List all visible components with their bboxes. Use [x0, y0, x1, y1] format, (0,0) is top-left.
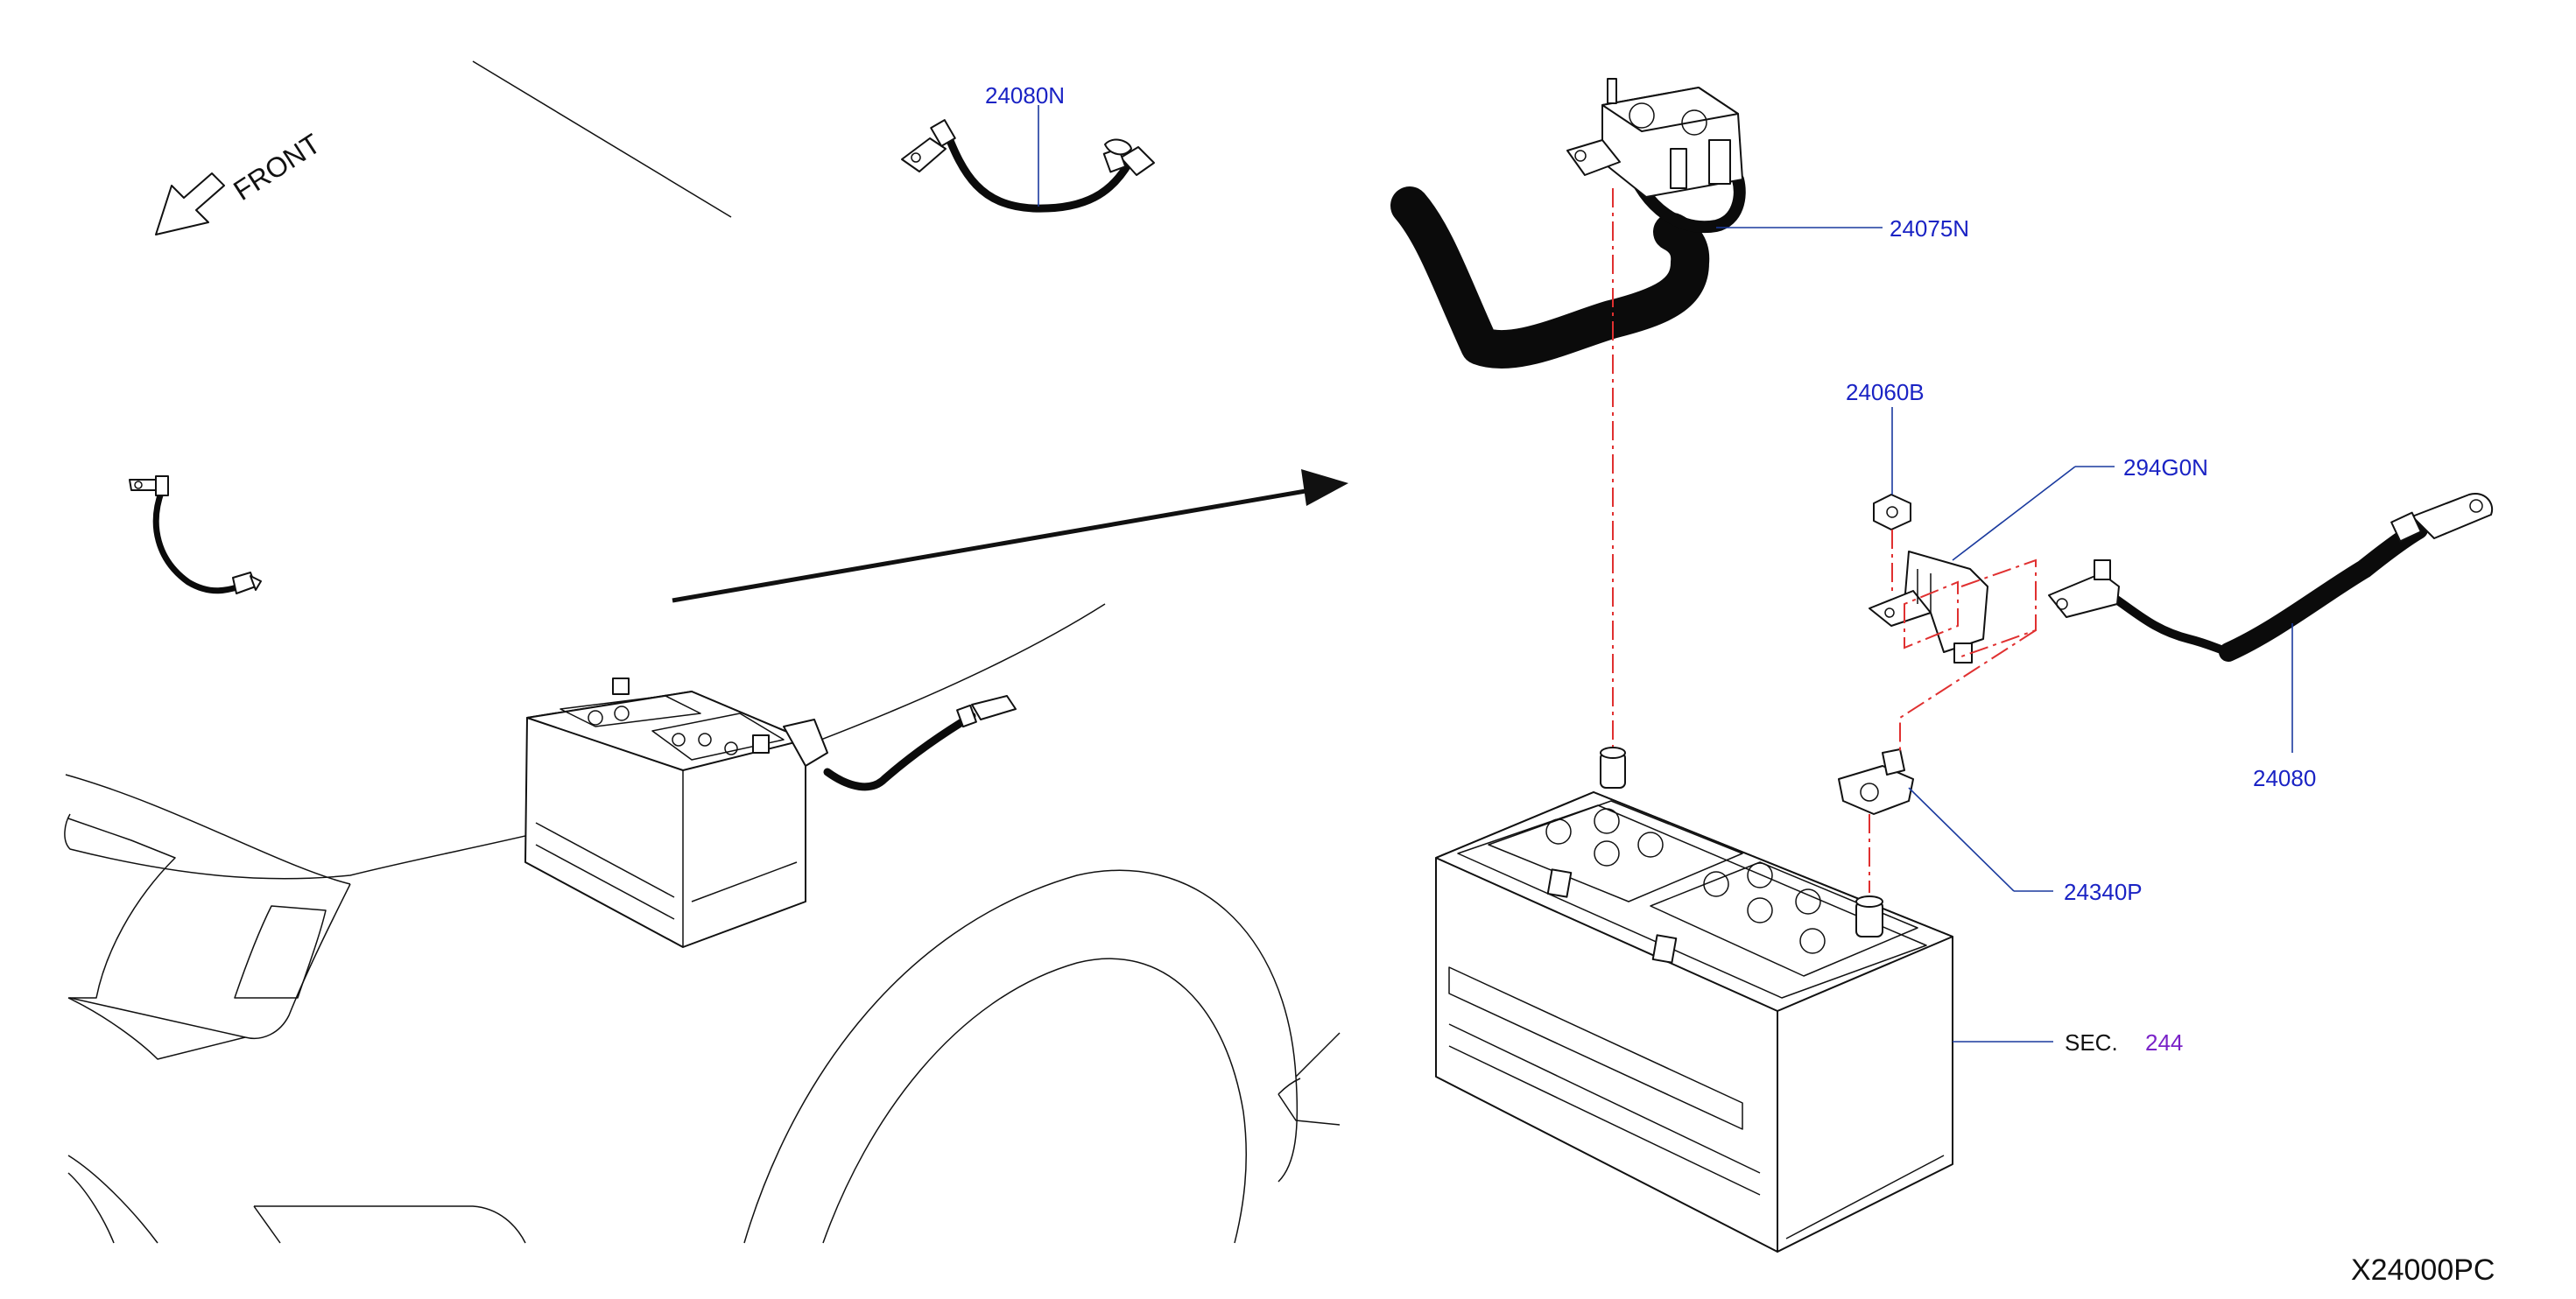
battery-in-vehicle: [524, 678, 1017, 948]
diagram-code: X24000PC: [2351, 1253, 2495, 1287]
front-direction-indicator: FRONT: [155, 128, 326, 235]
label-24060B: 24060B: [1846, 379, 1925, 405]
phantom-assembly-lines: [1612, 188, 2037, 893]
sensor-294G0N: [1869, 466, 2115, 664]
front-arrow-icon: [155, 172, 225, 235]
label-294G0N: 294G0N: [2123, 454, 2208, 481]
ground-cable-left: [129, 475, 262, 594]
label-24340P: 24340P: [2064, 879, 2143, 905]
section-ref-prefix: SEC.: [2065, 1029, 2118, 1056]
terminal-clamp-24340P: [1838, 748, 2053, 892]
cable-24080: [2048, 493, 2494, 753]
vehicle-body-outline: [64, 60, 1341, 1244]
label-24080: 24080: [2253, 765, 2316, 791]
detail-pointer-arrow: [672, 469, 1348, 603]
part-labels: 24080N 24075N 24060B 294G0N 24080 24340P…: [985, 82, 2495, 1287]
positive-harness-24075N: [1390, 78, 1883, 369]
section-ref-number: 244: [2145, 1029, 2183, 1056]
ground-cable-24080N: [901, 105, 1155, 213]
front-label: FRONT: [228, 128, 326, 207]
label-24080N: 24080N: [985, 82, 1065, 109]
battery-detail: [1435, 747, 2053, 1253]
nut-24060B: [1873, 407, 1911, 530]
label-24075N: 24075N: [1890, 215, 1969, 242]
